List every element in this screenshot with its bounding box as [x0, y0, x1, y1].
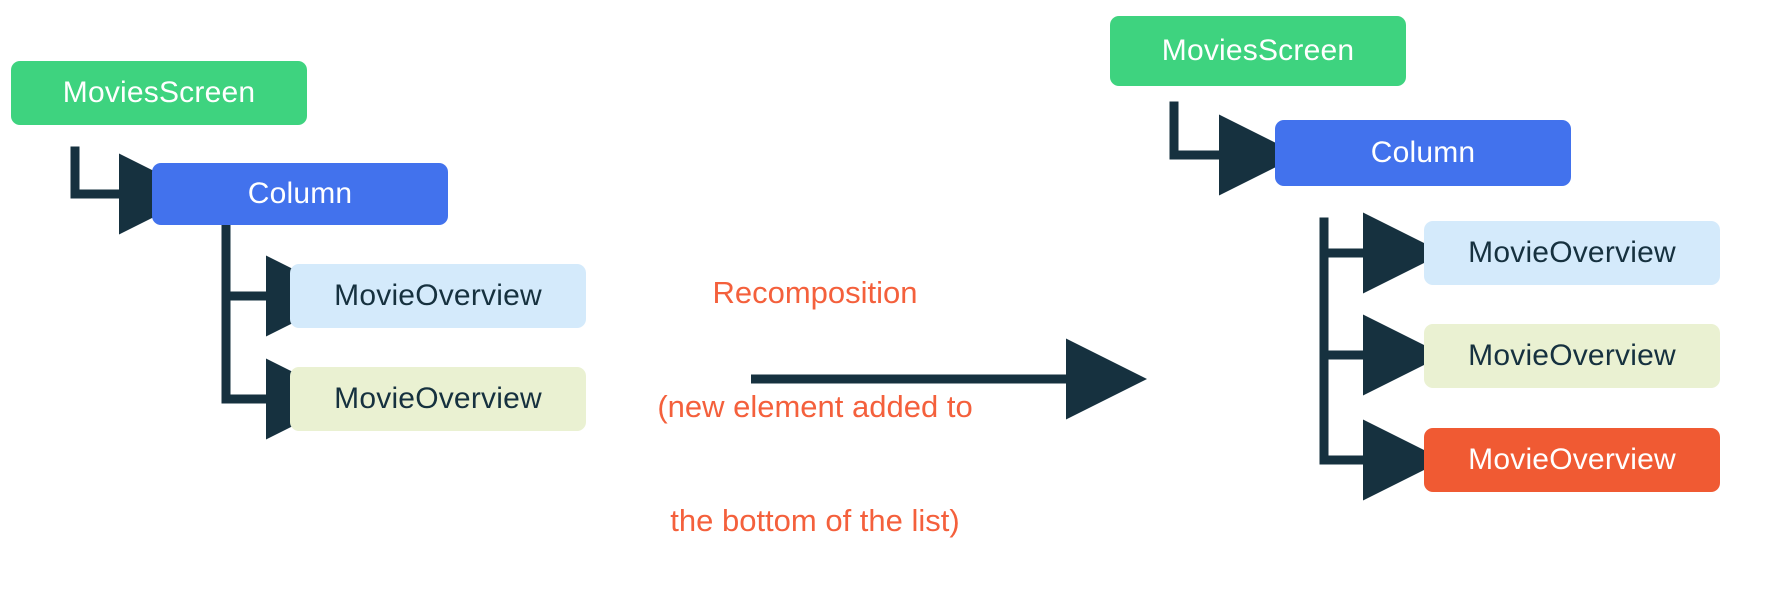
transition-caption-line-2: (new element added to	[657, 389, 973, 424]
transition-caption-line-3: the bottom of the list)	[670, 503, 960, 538]
after-node-column[interactable]: Column	[1275, 120, 1571, 186]
diagram-canvas: MoviesScreen Column MovieOverview MovieO…	[11, 16, 1720, 538]
before-node-movie-overview-2[interactable]: MovieOverview	[290, 367, 586, 431]
transition-caption-line-1: Recomposition	[712, 275, 918, 310]
edge-before-root-to-column	[70, 146, 200, 235]
before-node-movie-overview-1[interactable]: MovieOverview	[290, 264, 586, 328]
transition-caption: Recomposition (new element added to the …	[655, 198, 975, 616]
after-node-movie-overview-1[interactable]: MovieOverview	[1424, 221, 1720, 285]
after-node-movies-screen[interactable]: MoviesScreen	[1110, 16, 1406, 86]
after-node-movie-overview-2[interactable]: MovieOverview	[1424, 324, 1720, 388]
edge-after-root-to-column	[1169, 101, 1300, 196]
after-node-movie-overview-3-new[interactable]: MovieOverview	[1424, 428, 1720, 492]
before-node-movies-screen[interactable]: MoviesScreen	[11, 61, 307, 125]
before-node-column[interactable]: Column	[152, 163, 448, 225]
